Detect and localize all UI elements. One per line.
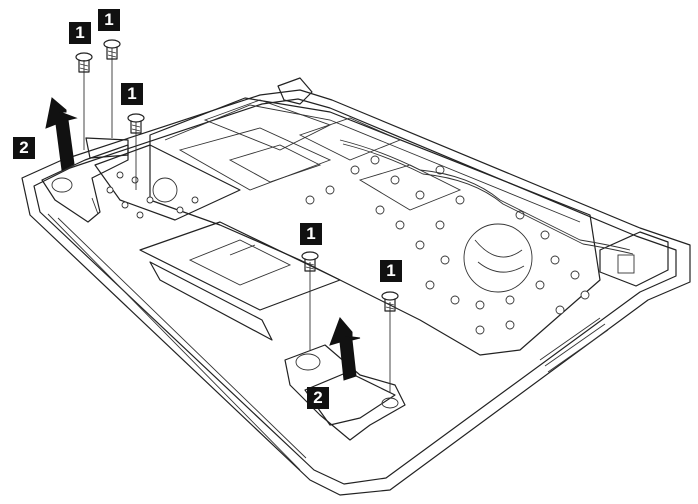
callout-1-left-screw-c: 1 xyxy=(121,83,143,105)
screws xyxy=(75,39,399,392)
base-cover xyxy=(21,89,691,496)
callout-1-left-screw-a: 1 xyxy=(69,22,91,44)
screw-icon xyxy=(301,251,319,350)
up-arrow-icon xyxy=(329,317,361,381)
callout-1-right-screw-b: 1 xyxy=(380,260,402,282)
left-speaker xyxy=(41,137,129,223)
screw-icon xyxy=(103,39,121,138)
callout-2-right-speaker: 2 xyxy=(307,387,329,409)
up-arrow-icon xyxy=(45,97,78,171)
metal-shield-plate xyxy=(149,77,634,356)
lift-arrows xyxy=(45,97,361,381)
touchpad-bracket xyxy=(94,144,341,341)
callout-1-left-screw-b: 1 xyxy=(98,9,120,31)
screw-icon xyxy=(75,52,93,150)
screw-icon xyxy=(127,113,145,190)
screw-icon xyxy=(381,291,399,392)
callout-1-right-screw-a: 1 xyxy=(300,223,322,245)
plate-holes xyxy=(305,155,590,335)
callout-2-left-speaker: 2 xyxy=(13,137,35,159)
